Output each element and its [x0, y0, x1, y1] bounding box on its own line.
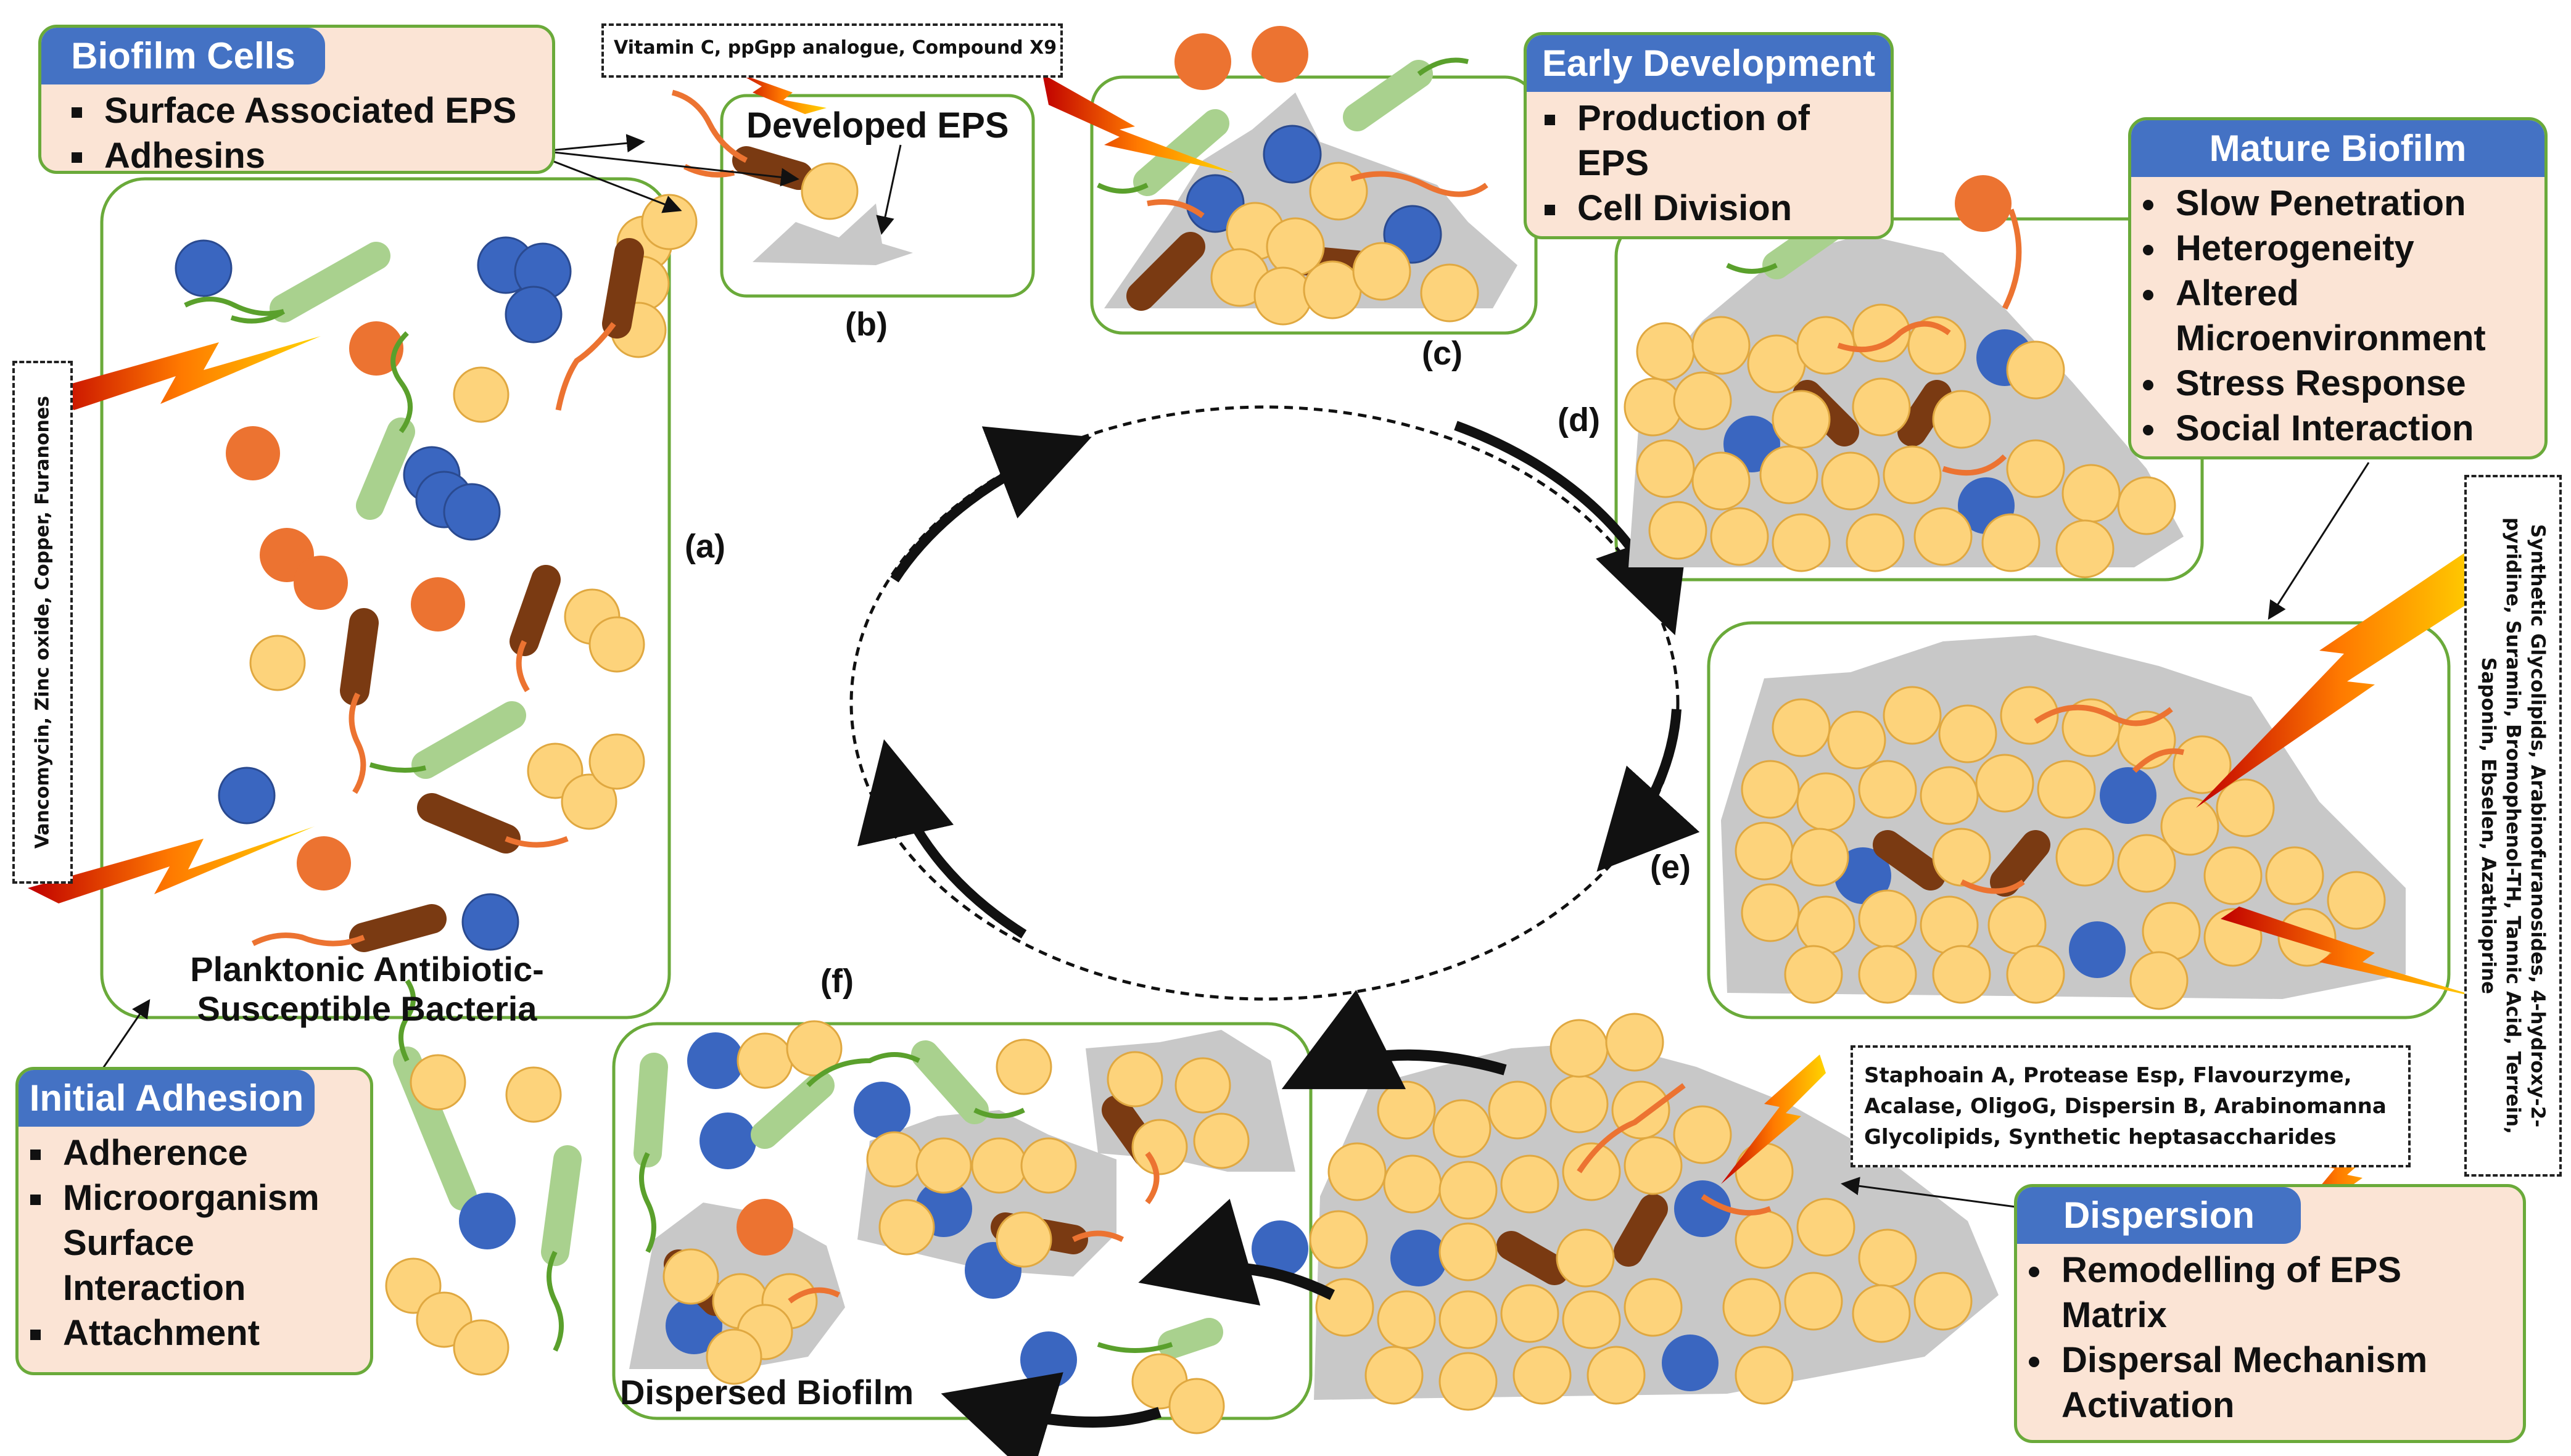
- callout-biofilm-cells-item: Surface Associated EPS: [97, 88, 540, 133]
- inhibitor-box-eps: Vitamin C, ppGpp analogue, Compound X9: [601, 23, 1063, 78]
- panel-b-developed-eps: [720, 94, 1035, 298]
- growing-biofilm-art: [1624, 175, 2184, 578]
- stage-label-a: (a): [685, 528, 725, 565]
- callout-initial-adhesion-title: Initial Adhesion: [19, 1070, 315, 1127]
- planktonic-label-line1: Planktonic Antibiotic-: [190, 950, 544, 989]
- inhibitor-dispersal-line2: Acalase, OligoG, Dispersin B, Arabinoman…: [1864, 1094, 2387, 1119]
- planktonic-cells: [175, 194, 698, 952]
- inhibitor-box-adhesion: Vancomycin, Zinc oxide, Copper, Furanone…: [12, 361, 73, 884]
- callout-biofilm-cells-title: Biofilm Cells: [41, 28, 325, 84]
- inhibitor-text-eps: Vitamin C, ppGpp analogue, Compound X9: [614, 37, 1057, 59]
- cycle-arrow-dispersal: [857, 739, 1027, 939]
- stage-label-b: (b): [845, 306, 888, 343]
- callout-early-development-list: Production of EPS Cell Division: [1527, 92, 1891, 231]
- inhibitor-text-dispersal: Staphoain A, Protease Esp, Flavourzyme, …: [1853, 1048, 2408, 1153]
- callout-mature-biofilm-item: Altered Microenvironment: [2168, 271, 2532, 361]
- callout-dispersion-title: Dispersion: [2017, 1187, 2301, 1244]
- dispersing-biofilm-art: [1309, 1013, 1999, 1411]
- mature-biofilm-art: [1721, 635, 2406, 1010]
- callout-biofilm-cells-item: Adhesins: [97, 133, 540, 171]
- callout-early-development: Early Development Production of EPS Cell…: [1524, 32, 1894, 239]
- cycle-arrow-adhesion: [890, 426, 1092, 583]
- callout-biofilm-cells-list: Surface Associated EPS Adhesins: [41, 84, 552, 171]
- connector-lines: [101, 134, 2370, 1210]
- callout-dispersion: Dispersion Remodelling of EPS Matrix Dis…: [2014, 1184, 2526, 1443]
- callout-mature-biofilm-title: Mature Biofilm: [2131, 120, 2544, 177]
- bolt-eps: [737, 73, 827, 114]
- callout-initial-adhesion-item: Microorganism Surface Interaction: [56, 1175, 358, 1310]
- planktonic-label-line2: Susceptible Bacteria: [197, 989, 537, 1028]
- bolt-dispersal-top: [1721, 1055, 1826, 1184]
- callout-mature-biofilm-item: Stress Response: [2168, 361, 2532, 406]
- inhibitor-dispersal-line1: Staphoain A, Protease Esp, Flavourzyme,: [1864, 1063, 2352, 1088]
- planktonic-bacteria-label: Planktonic Antibiotic- Susceptible Bacte…: [163, 950, 571, 1029]
- bolt-mature-top: [2196, 543, 2486, 808]
- callout-initial-adhesion-item: Attachment: [56, 1310, 358, 1355]
- callout-early-development-item: Cell Division: [1570, 186, 1878, 231]
- stage-label-d: (d): [1558, 401, 1600, 438]
- inhibitor-text-mature: Synthetic Glycolipids, Arabinofuranoside…: [2477, 517, 2549, 1134]
- inhibitor-dispersal-line3: Glycolipids, Synthetic heptasaccharides: [1864, 1125, 2337, 1150]
- cycle-arrow-mature: [1596, 709, 1700, 872]
- callout-initial-adhesion-list: Adherence Microorganism Surface Interact…: [19, 1127, 370, 1355]
- dispersed-biofilm-label: Dispersed Biofilm: [620, 1373, 914, 1412]
- panel-e-mature-biofilm: [1707, 621, 2451, 1019]
- callout-early-development-item: Production of EPS: [1570, 96, 1878, 186]
- dispersal-arrows: [941, 990, 1507, 1456]
- panel-a-planktonic: [100, 177, 671, 1019]
- inhibitor-box-dispersal: Staphoain A, Protease Esp, Flavourzyme, …: [1851, 1045, 2411, 1167]
- callout-dispersion-list: Remodelling of EPS Matrix Dispersal Mech…: [2017, 1244, 2523, 1428]
- callout-dispersion-item: Dispersal Mechanism Activation: [2054, 1338, 2511, 1428]
- stage-label-c: (c): [1422, 335, 1463, 372]
- inhibitor-box-mature: Synthetic Glycolipids, Arabinofuranoside…: [2464, 475, 2562, 1177]
- lifecycle-cycle: [849, 405, 1700, 1001]
- initial-adhesion-cells: [385, 979, 582, 1376]
- dispersed-fragments-art: [629, 1020, 1308, 1434]
- bolt-planktonic: [28, 826, 315, 903]
- inhibitor-text-adhesion: Vancomycin, Zinc oxide, Copper, Furanone…: [31, 395, 54, 849]
- callout-mature-biofilm-item: Heterogeneity: [2168, 226, 2532, 271]
- stage-label-f: (f): [820, 963, 854, 1000]
- callout-biofilm-cells: Biofilm Cells Surface Associated EPS Adh…: [38, 25, 555, 174]
- callout-initial-adhesion-item: Adherence: [56, 1130, 358, 1175]
- callout-mature-biofilm-item: Slow Penetration: [2168, 181, 2532, 226]
- early-development-art: [1097, 26, 1517, 326]
- callout-dispersion-item: Remodelling of EPS Matrix: [2054, 1248, 2511, 1338]
- bolt-adhesion: [43, 336, 321, 410]
- developed-eps-label: Developed EPS: [746, 105, 1009, 146]
- callout-early-development-title: Early Development: [1527, 35, 1891, 92]
- callout-mature-biofilm: Mature Biofilm Slow Penetration Heteroge…: [2128, 117, 2548, 459]
- callout-initial-adhesion: Initial Adhesion Adherence Microorganism…: [15, 1067, 373, 1375]
- bolt-mature-bottom: [2221, 907, 2486, 999]
- cycle-arrow-maturation: [1454, 421, 1689, 636]
- stage-label-e: (e): [1650, 849, 1691, 886]
- callout-mature-biofilm-list: Slow Penetration Heterogeneity Altered M…: [2131, 177, 2544, 451]
- callout-mature-biofilm-item: Social Interaction: [2168, 406, 2532, 451]
